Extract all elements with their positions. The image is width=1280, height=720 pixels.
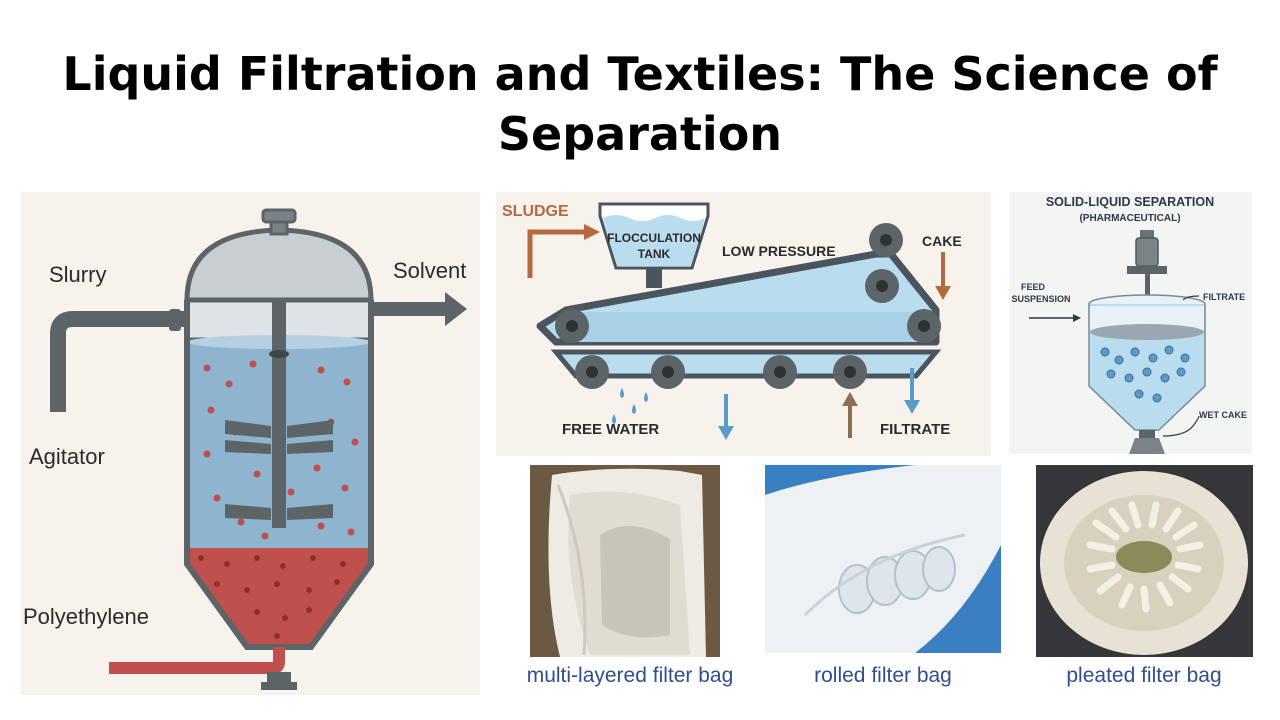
label-low-pressure: LOW PRESSURE (722, 243, 836, 259)
roller (865, 269, 899, 303)
sludge-feed-line (527, 229, 586, 278)
slurry-inlet-pipe (50, 311, 193, 412)
caption-multi-layered-filter-bag: multi-layered filter bag (526, 664, 734, 687)
label-slurry: Slurry (49, 262, 106, 287)
label-polyethylene: Polyethylene (23, 604, 149, 629)
label-feed-line2: SUSPENSION (1011, 294, 1070, 304)
roller (763, 355, 797, 389)
filtrate-arrow-head (904, 400, 920, 414)
photo-pleated-filter-bag (1036, 465, 1253, 657)
caption-rolled-filter-bag: rolled filter bag (814, 664, 952, 687)
discharge-valve (1139, 430, 1155, 438)
motor-mount (1127, 266, 1167, 274)
cake-arrow-head (935, 286, 951, 300)
roller (575, 355, 609, 389)
feed-arrow-head (1073, 314, 1081, 322)
label-flocculation-line2: TANK (638, 247, 671, 261)
sediment-particles (198, 555, 346, 639)
suspension-particles (1100, 345, 1190, 403)
label-cake: CAKE (922, 233, 962, 249)
separation-title: SOLID-LIQUID SEPARATION (1046, 195, 1214, 209)
label-feed-line1: FEED (1021, 282, 1046, 292)
roller (555, 309, 589, 343)
tank-outlet (646, 268, 662, 288)
filter-layer (1090, 324, 1204, 340)
motor (1135, 237, 1159, 267)
roller (869, 223, 903, 257)
label-solvent: Solvent (393, 258, 466, 283)
wet-cake-outlet (1129, 438, 1165, 454)
motor-cap (1140, 230, 1154, 238)
tank-water (603, 215, 705, 266)
free-water-arrow-head (718, 426, 734, 440)
wet-cake-leader (1162, 415, 1200, 437)
slide-title-line-2: Separation (497, 107, 783, 161)
drain-pipe (109, 647, 285, 674)
vessel-diagram: Slurry Solvent Agitator Polyethylene (21, 192, 480, 695)
bag-opening (600, 525, 670, 638)
roller (833, 355, 867, 389)
caption-pleated-filter-bag: pleated filter bag (1066, 664, 1222, 687)
roller (651, 355, 685, 389)
press-zone (572, 312, 922, 342)
lower-belt (550, 349, 942, 379)
pipe-flange (169, 309, 181, 331)
label-filtrate: FILTRATE (880, 421, 950, 438)
photo-rolled-filter-bag (765, 465, 1001, 653)
filtrate-leader (1182, 295, 1200, 301)
solvent-outlet-pipe (373, 302, 449, 316)
slide-title-line-1: Liquid Filtration and Textiles: The Scie… (62, 47, 1218, 101)
solvent-arrow (445, 292, 467, 326)
slide-title: Liquid Filtration and Textiles: The Scie… (0, 44, 1280, 164)
pleat-center (1116, 541, 1172, 573)
shaft-seal (269, 350, 289, 358)
label-free-water: FREE WATER (562, 421, 659, 438)
label-filtrate: FILTRATE (1203, 292, 1245, 302)
label-sludge: SLUDGE (502, 203, 569, 220)
drain-valve (267, 672, 291, 682)
belt-press-diagram: SLUDGE FLOCCULATION TANK LOW PRESSURE CA… (496, 192, 991, 456)
bag-fold (556, 484, 587, 656)
rollers (555, 223, 941, 389)
agitator-blades (225, 420, 333, 520)
dome-nozzle-cap (261, 208, 297, 224)
vessel-headspace (1090, 306, 1204, 330)
up-arrow-head (842, 392, 858, 406)
vessel-dome (184, 227, 374, 303)
sludge-arrow (584, 224, 600, 240)
pleats (1086, 501, 1204, 613)
photo-multi-layered-filter-bag (530, 465, 720, 657)
vessel-sediment (187, 548, 371, 647)
bag-seam (803, 533, 966, 617)
agitator-shaft (272, 300, 286, 528)
roller (907, 309, 941, 343)
label-wet-cake: WET CAKE (1199, 410, 1247, 420)
separation-subtitle: (PHARMACEUTICAL) (1079, 213, 1180, 224)
label-agitator: Agitator (29, 444, 105, 469)
water-drops (612, 388, 648, 424)
rolled-tubes (838, 546, 956, 614)
separation-diagram: SOLID-LIQUID SEPARATION (PHARMACEUTICAL)… (1009, 192, 1252, 454)
drain-valve-cap (261, 682, 297, 690)
label-flocculation-line1: FLOCCULATION (607, 231, 701, 245)
